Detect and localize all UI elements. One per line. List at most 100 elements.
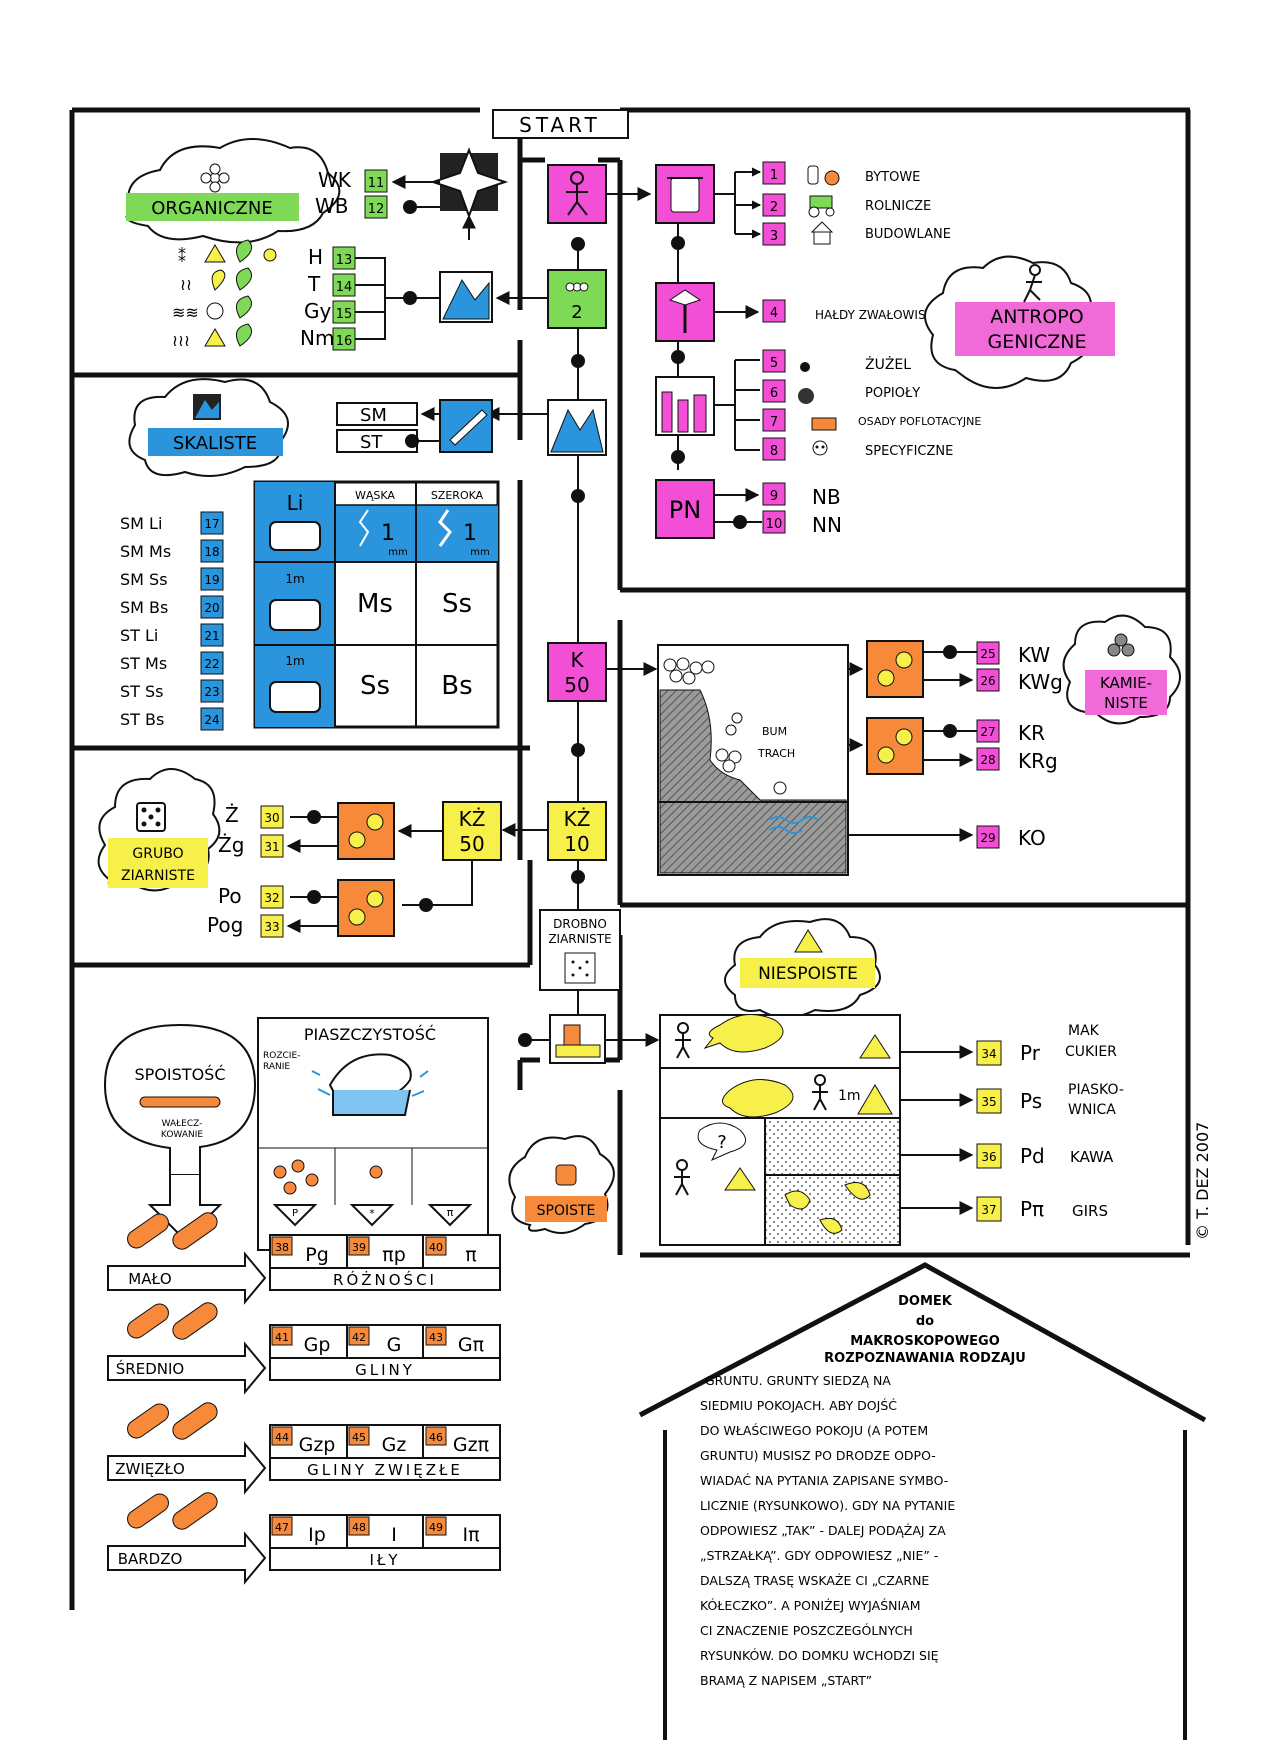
room-organic: ORGANICZNE ⁑ ≀≀ ≋≋ ≀≀≀ WK WB 11 12: [125, 138, 548, 351]
level-label: MAŁO: [128, 1270, 171, 1288]
room-coarse: GRUBO ZIARNISTE Ż Żg Po Pog 30 31 32 33 …: [97, 768, 502, 938]
code-num: 41: [275, 1331, 289, 1344]
svg-text:≀≀: ≀≀: [180, 275, 192, 294]
plant-icons: ⁑ ≀≀ ≋≋ ≀≀≀: [172, 239, 277, 350]
clay-rod-icon: [172, 1302, 218, 1340]
grid-cell-ss-2: Ss: [360, 671, 390, 701]
code-sym-wk: WK: [318, 168, 352, 192]
rocky-num-19: 19: [204, 573, 219, 587]
code-sym: Gzp: [299, 1434, 336, 1456]
house-text-line: ODPOWIESZ „TAK” - DALEJ PODĄŻAJ ZA: [700, 1523, 946, 1538]
stony-num-25: 25: [980, 647, 995, 661]
start-gate[interactable]: START: [492, 109, 629, 139]
code-sym: Gp: [304, 1334, 331, 1356]
code-sym: Gzπ: [453, 1434, 489, 1456]
rocky-grid: Li WĄSKA SZEROKA 1 mm 1 mm 1m 1m Ms Ss S…: [253, 480, 500, 729]
anthro-label-7: OSADY POFLOTACYJNE: [858, 415, 981, 428]
stony-sym-kw: KW: [1018, 643, 1050, 667]
svg-text:≋≋: ≋≋: [172, 303, 199, 322]
coarse-sym-z: Ż: [225, 803, 239, 827]
group-label: GLINY: [355, 1361, 415, 1379]
rocky-num-23: 23: [204, 685, 219, 699]
code-num: 45: [352, 1431, 366, 1444]
house-text-line: SIEDMIU POKOJACH. ABY DOJŚĆ: [700, 1398, 897, 1413]
noncoh-num-34: 34: [981, 1047, 996, 1061]
grid-header-waska: WĄSKA: [355, 489, 395, 502]
kz50-tile: KŻ 50: [442, 801, 502, 861]
rocky-sym-18: SM Ms: [120, 542, 171, 561]
clay-rod-icon: [172, 1402, 218, 1440]
code-num: 47: [275, 1521, 289, 1534]
level-label: ZWIĘZŁO: [115, 1460, 185, 1478]
anthro-num-5: 5: [770, 356, 778, 371]
level-label: BARDZO: [118, 1550, 183, 1568]
house-text-line: RYSUNKÓW. DO DOMKU WCHODZI SIĘ: [700, 1648, 939, 1663]
svg-text:⁑: ⁑: [178, 247, 186, 266]
stony-sym-kwg: KWg: [1018, 670, 1063, 694]
code-sym: πp: [382, 1244, 406, 1266]
coarse-sym-po: Po: [218, 884, 242, 908]
flower-icon: [200, 163, 230, 193]
code-num-box: [348, 1426, 370, 1446]
noncoh-sym-pr: Pr: [1020, 1041, 1041, 1065]
level-arrow: [107, 1531, 267, 1585]
tri-p: P: [292, 1208, 298, 1219]
noncoh-label-mak: MAK: [1068, 1023, 1100, 1039]
bottle-apple-icon: [807, 165, 840, 186]
rozcier-1: ROZCIE-: [263, 1051, 300, 1061]
anthro-label-3: BUDOWLANE: [865, 227, 951, 242]
code-sym-wb: WB: [315, 194, 349, 218]
grid-header-szeroka: SZEROKA: [431, 489, 484, 502]
trach-text: TRACH: [757, 747, 795, 760]
house-text-line: „STRZAŁKĄ”. GDY ODPOWIESZ „NIE” -: [700, 1548, 938, 1563]
anthro-label-4: HAŁDY ZWAŁOWISKA: [815, 308, 942, 322]
group-label: IŁY: [369, 1551, 400, 1569]
tri-pi: π: [447, 1206, 454, 1219]
house-text-line: WIADAĆ NA PYTANIA ZAPISANE SYMBO-: [700, 1473, 948, 1488]
noncohesive-title: NIESPOISTE: [758, 964, 858, 984]
grid-wide-1: 1: [463, 521, 477, 546]
code-sym: I: [391, 1524, 397, 1546]
rolling-pin-icon: [139, 1096, 221, 1108]
code-num-15: 15: [336, 307, 353, 322]
anthro-num-3: 3: [770, 229, 778, 244]
stony-sym-krg: KRg: [1018, 749, 1058, 773]
code-num-box: [348, 1326, 370, 1346]
grid-header-li: Li: [287, 491, 304, 515]
rocky-sym-24: ST Bs: [120, 710, 164, 729]
gravel-tile-z: [337, 802, 395, 860]
code-sym-h: H: [308, 245, 323, 269]
code-num-box: [425, 1236, 447, 1256]
stony-num-26: 26: [980, 674, 995, 688]
code-sym: Iπ: [462, 1524, 479, 1546]
code-sym: Gz: [382, 1434, 407, 1456]
knife-tile: [439, 399, 493, 453]
clay-rod-icon: [127, 1303, 169, 1339]
anthro-label-2: ROLNICZE: [865, 199, 931, 214]
code-num-13: 13: [336, 253, 353, 268]
kz50-line2: 50: [459, 832, 484, 856]
anthro-label-10: NN: [812, 513, 842, 537]
room-noncohesive: NIESPOISTE 1m ?: [659, 918, 1212, 1246]
code-num: 42: [352, 1331, 366, 1344]
clay-rod-icon: [172, 1212, 218, 1250]
anthro-label-1: BYTOWE: [865, 170, 920, 185]
house-icon: [810, 221, 834, 245]
noncoh-num-36: 36: [981, 1150, 996, 1164]
grid-cell-ms: Ms: [357, 589, 393, 619]
code-num: 49: [429, 1521, 443, 1534]
code-num-box: [271, 1236, 293, 1256]
house-text-line: KÓŁECZKO”. A PONIŻEJ WYJAŚNIAM: [700, 1598, 921, 1613]
code-num-16: 16: [336, 334, 353, 349]
group-label: RÓŻNOŚCI: [333, 1270, 437, 1289]
anthro-title-1: ANTROPO: [990, 306, 1083, 328]
kz10-line1: KŻ: [564, 807, 591, 831]
noncoh-num-35: 35: [981, 1095, 996, 1109]
tractor-icon: [808, 195, 835, 218]
level-arrow: [107, 1251, 267, 1305]
anthro-num-4: 4: [770, 306, 778, 321]
anthro-highlight: [955, 302, 1115, 356]
